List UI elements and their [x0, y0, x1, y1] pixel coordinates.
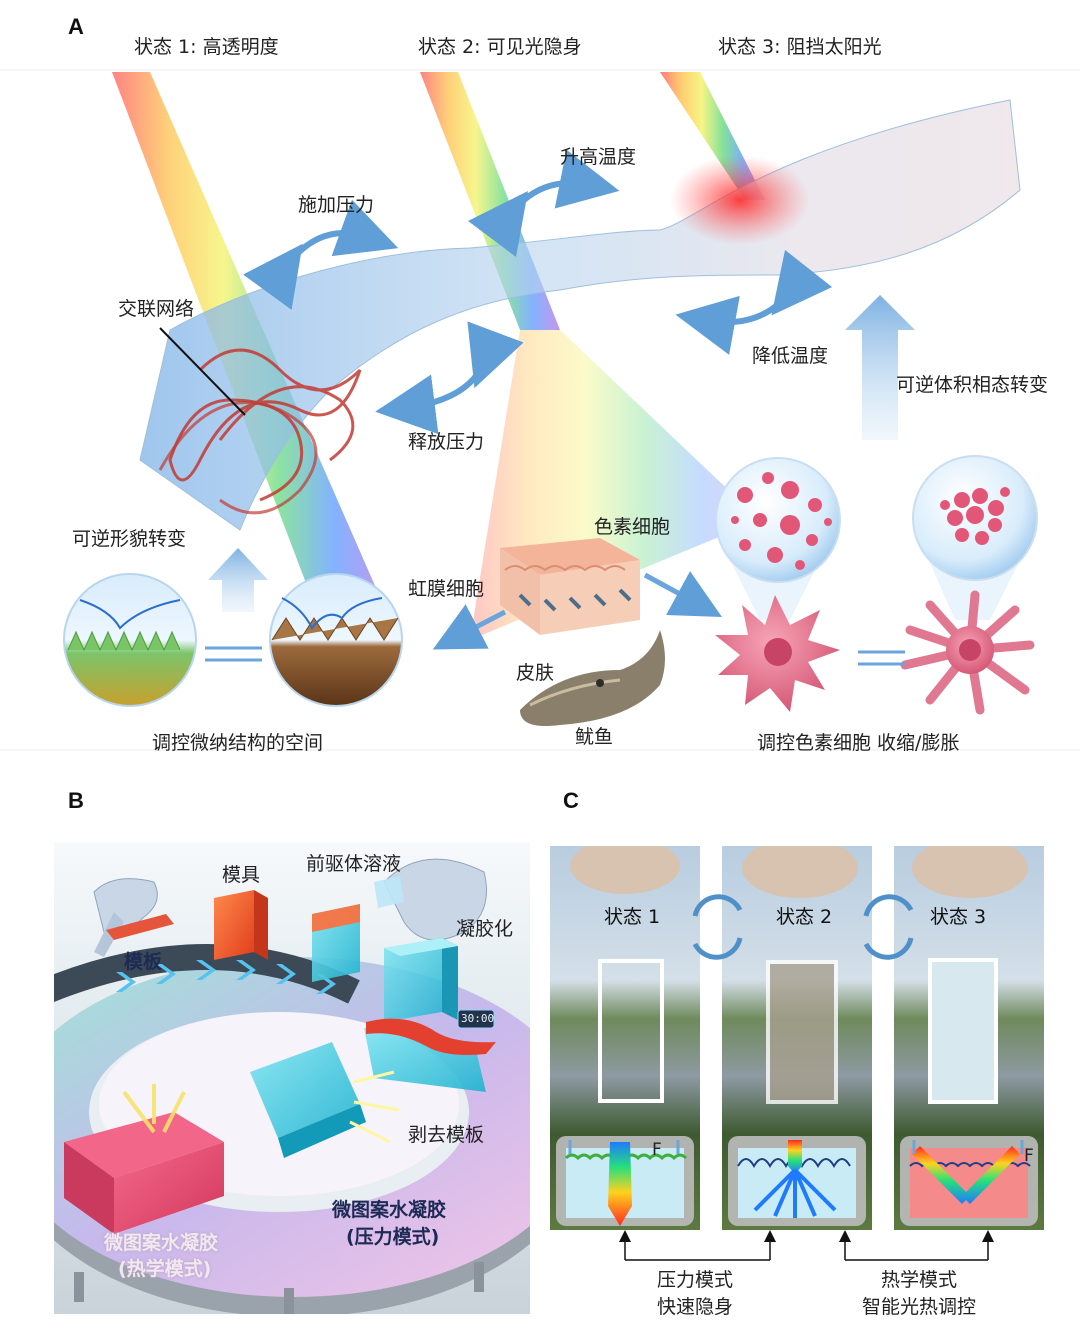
lower-temp-arrow — [675, 249, 833, 355]
pressure-mode-label: 压力模式 — [657, 1269, 734, 1291]
panel-c-brackets — [619, 1230, 994, 1261]
state3-title: 状态 3: 阻挡太阳光 — [718, 36, 882, 58]
thermal-hydrogel-label-1: 微图案水凝胶 — [104, 1232, 219, 1254]
photo-state1-label: 状态 1 — [604, 906, 661, 928]
mold-block — [214, 890, 268, 960]
pressure-mode-sublabel: 快速隐身 — [657, 1296, 734, 1318]
lower-temp-label: 降低温度 — [752, 345, 829, 367]
state1-title: 状态 1: 高透明度 — [134, 36, 279, 58]
chromatophore-zoom-expanded — [715, 457, 841, 620]
timer-readout: 30:00 — [461, 1012, 495, 1025]
panel-b-letter: B — [68, 788, 84, 813]
thermal-hydrogel-block — [64, 1084, 224, 1234]
panel-a-letter: A — [68, 14, 84, 39]
state2-title: 状态 2: 可见光隐身 — [418, 36, 582, 58]
photo-state2 — [722, 846, 872, 1230]
photo-state3-label: 状态 3 — [930, 906, 987, 928]
photo-state2-label: 状态 2 — [776, 906, 833, 928]
pressure-hydrogel-label-2: (压力模式) — [346, 1226, 440, 1248]
panel-c-letter: C — [563, 788, 579, 813]
reversible-volume-label: 可逆体积相态转变 — [896, 374, 1049, 396]
release-pressure-label: 释放压力 — [408, 431, 485, 453]
panel-c: 状态 1 状态 2 状态 3 F F — [550, 846, 1046, 1236]
panel-a-illustration — [0, 69, 1080, 751]
panel-b: 模具 前驱体溶液 模板 凝胶化 30:00 剥去模板 微图案水凝胶 (压力模式)… — [54, 842, 530, 1314]
gelation-label: 凝胶化 — [456, 918, 514, 940]
thermal-mode-label: 热学模式 — [881, 1269, 958, 1291]
ring-legs — [74, 1262, 484, 1314]
panel-b-illustration — [54, 842, 530, 1314]
precursor-block — [312, 904, 360, 982]
micro-structure-sphere-2 — [269, 573, 403, 707]
release-pressure-arrow — [375, 321, 524, 435]
peel-label: 剥去模板 — [408, 1124, 485, 1146]
crosslink-label: 交联网络 — [118, 298, 195, 320]
photo-state1 — [550, 846, 700, 1230]
panel-a: A 状态 1: 高透明度 状态 2: 可见光隐身 状态 3: 阻挡太阳光 升高温… — [0, 14, 1080, 754]
robot-arm-right — [374, 858, 487, 941]
photo-state3 — [894, 846, 1044, 1230]
pressure-hydrogel-block — [250, 1042, 400, 1158]
mold-label: 模具 — [222, 864, 261, 886]
morph-transition-arrow — [208, 548, 268, 612]
chromatophore-control-label: 调控色素细胞 收缩/膨胀 — [757, 732, 960, 754]
skin-to-chromatophore-arrow — [643, 571, 722, 617]
pressure-hydrogel-label-1: 微图案水凝胶 — [332, 1199, 447, 1221]
crosslink-pointer — [159, 327, 246, 416]
chromatophore-cell-expanded — [715, 595, 840, 712]
panel-c-photos — [550, 846, 1044, 1230]
equilibrium-arrows-right — [858, 650, 905, 666]
micro-structure-sphere-1 — [63, 573, 197, 707]
gel-block — [384, 938, 458, 1022]
cycle-arrow-2 — [863, 894, 914, 960]
template-label: 模板 — [124, 951, 163, 973]
reversible-morph-label: 可逆形貌转变 — [72, 528, 187, 550]
skin-label: 皮肤 — [516, 662, 555, 684]
apply-pressure-label: 施加压力 — [298, 194, 375, 216]
squid-illustration — [520, 630, 665, 726]
raise-temp-arrow — [467, 149, 620, 258]
force-label-1: F — [652, 1140, 662, 1160]
skin-block — [500, 538, 640, 635]
thermal-mode-sublabel: 智能光热调控 — [862, 1296, 977, 1318]
micro-space-label: 调控微纳结构的空间 — [152, 732, 324, 754]
peeled-gel-block — [364, 1018, 496, 1092]
equilibrium-arrows-left — [205, 646, 262, 662]
timer — [457, 1009, 495, 1029]
thermal-hydrogel-label-2: (热学模式) — [118, 1258, 212, 1280]
force-label-3: F — [1024, 1146, 1034, 1166]
chromatophore-label: 色素细胞 — [594, 516, 671, 538]
cycle-arrow-1 — [692, 894, 743, 960]
apply-pressure-arrow — [243, 199, 399, 310]
precursor-label: 前驱体溶液 — [306, 853, 402, 875]
iridophore-label: 虹膜细胞 — [408, 578, 485, 600]
template-plate — [106, 914, 174, 940]
squid-label: 鱿鱼 — [575, 726, 614, 748]
raise-temp-label: 升高温度 — [560, 146, 637, 168]
volume-transition-arrow — [845, 295, 915, 440]
chromatophore-cell-contracted — [900, 590, 1035, 715]
skin-to-iridophore-arrow — [432, 604, 507, 650]
chromatophore-zoom-contracted — [912, 455, 1038, 620]
